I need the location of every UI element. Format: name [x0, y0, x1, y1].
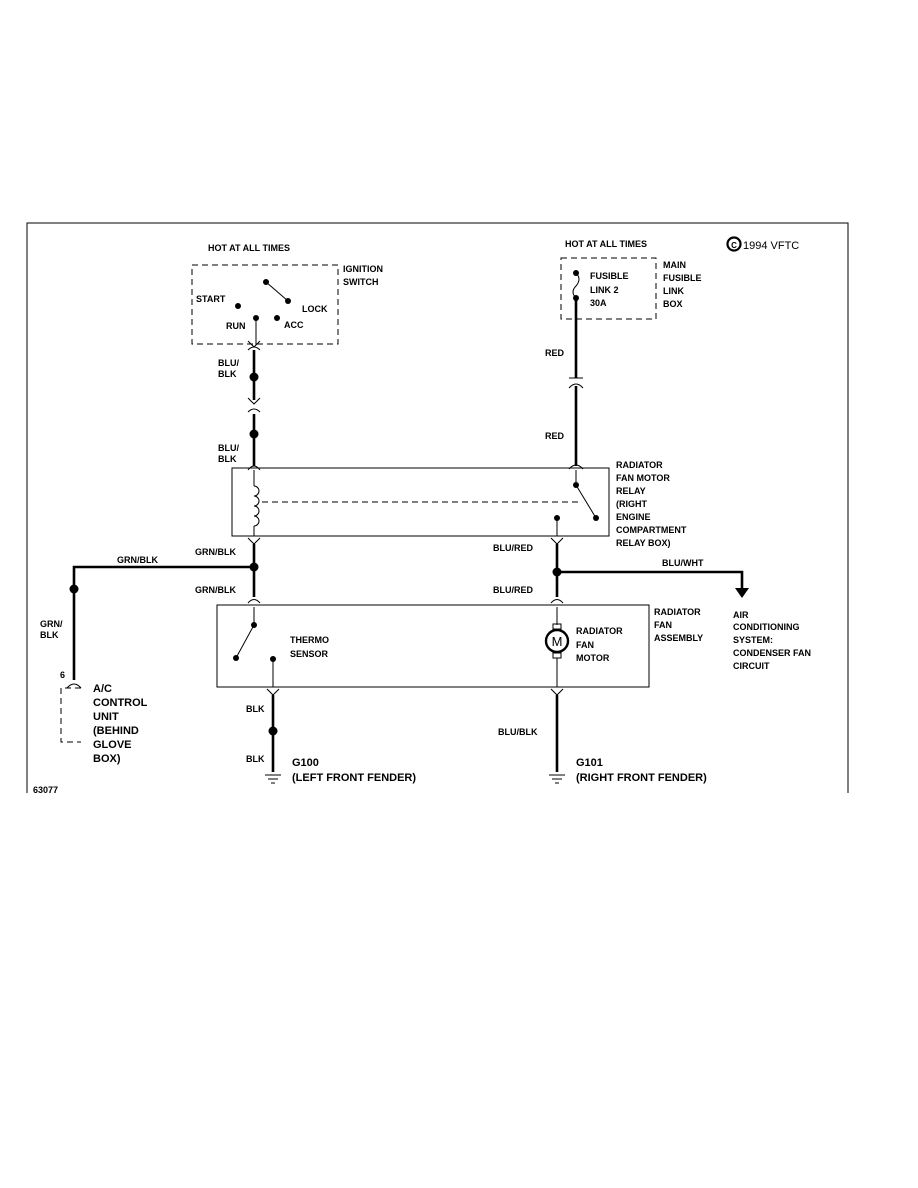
fan-motor-symbol: M	[552, 634, 563, 649]
fan-assembly-title-line3: ASSEMBLY	[654, 633, 703, 643]
ac-control-title-line2: CONTROL	[93, 697, 148, 709]
ac-control-title-line3: UNIT	[93, 711, 119, 723]
relay-title-line4: (RIGHT	[616, 499, 647, 509]
relay-title-line7: RELAY BOX)	[616, 538, 671, 548]
ground-g100-desc: (LEFT FRONT FENDER)	[292, 772, 416, 784]
ac-control-unit-icon	[60, 683, 82, 743]
relay-title-line2: FAN MOTOR	[616, 473, 670, 483]
blu-wht-wire	[557, 570, 749, 598]
fusible-title-line1: MAIN	[663, 260, 686, 270]
blu-blk-ground-wire	[550, 688, 564, 772]
relay-title-line3: RELAY	[616, 486, 646, 496]
fusible-title-line2: FUSIBLE	[663, 273, 702, 283]
ground-icon-g101	[549, 774, 565, 784]
fusible-title-line4: BOX	[663, 299, 683, 309]
copyright-symbol: C	[731, 241, 737, 250]
connector-icon	[247, 340, 261, 471]
ignition-lock-label: LOCK	[302, 304, 328, 314]
grn-blk-wire	[69, 537, 261, 680]
blu-wht-label: BLU/WHT	[662, 558, 704, 568]
ac-control-pin: 6	[60, 670, 65, 680]
red-wire-label-top: RED	[545, 348, 565, 358]
ac-title-line2: CONDITIONING	[733, 622, 800, 632]
blk-label-lower: BLK	[246, 754, 265, 764]
ground-icon-g100	[265, 774, 281, 784]
relay-title-line5: ENGINE	[616, 512, 651, 522]
diagram-frame	[26, 222, 849, 793]
ignition-wire-label-top-2: BLK	[218, 369, 237, 379]
ac-title-line5: CIRCUIT	[733, 661, 770, 671]
fusible-hot-label: HOT AT ALL TIMES	[565, 239, 647, 249]
blk-ground-wire	[266, 688, 280, 772]
fan-motor-label-2: FAN	[576, 640, 594, 650]
relay-box	[231, 467, 610, 537]
fan-motor-label-3: MOTOR	[576, 653, 610, 663]
relay-title-line6: COMPARTMENT	[616, 525, 687, 535]
ignition-switch-box	[191, 264, 339, 345]
ignition-wire-label-top-1: BLU/	[218, 358, 239, 368]
grn-blk-vertical-label-1: GRN/	[40, 619, 63, 629]
thermo-sensor-label-2: SENSOR	[290, 649, 329, 659]
copyright-mark: C 1994 VFTC	[726, 236, 799, 252]
blu-blk-label: BLU/BLK	[498, 727, 538, 737]
fan-assembly-title-line1: RADIATOR	[654, 607, 701, 617]
ignition-acc-label: ACC	[284, 320, 304, 330]
ignition-wire-label-bottom-2: BLK	[218, 454, 237, 464]
thermo-sensor-label-1: THERMO	[290, 635, 329, 645]
blu-blk-wire-upper	[249, 350, 259, 466]
ignition-start-label: START	[196, 294, 226, 304]
ground-g100-id: G100	[292, 757, 319, 769]
ignition-wire-label-bottom-1: BLU/	[218, 443, 239, 453]
figure-id: 63077	[33, 785, 58, 795]
fan-assembly-title-line2: FAN	[654, 620, 672, 630]
fusible-link-icon	[572, 270, 580, 301]
fan-motor-label-1: RADIATOR	[576, 626, 623, 636]
ground-g101-desc: (RIGHT FRONT FENDER)	[576, 772, 707, 784]
fusible-inner-line3: 30A	[590, 298, 607, 308]
red-wire-label-bottom: RED	[545, 431, 565, 441]
ac-control-title-line5: GLOVE	[93, 739, 132, 751]
blu-red-wire	[550, 537, 564, 604]
ignition-switch-contacts	[235, 279, 291, 321]
ignition-title-line2: SWITCH	[343, 277, 379, 287]
relay-title-line1: RADIATOR	[616, 460, 663, 470]
ignition-title-line1: IGNITION	[343, 264, 383, 274]
blk-label-upper: BLK	[246, 704, 265, 714]
grn-blk-label-lower: GRN/BLK	[195, 585, 236, 595]
ac-title-line4: CONDENSER FAN	[733, 648, 811, 658]
copyright-text: 1994 VFTC	[743, 240, 799, 252]
grn-blk-label-left: GRN/BLK	[117, 555, 158, 565]
relay-coil-icon	[253, 470, 260, 536]
ac-control-title-line6: BOX)	[93, 753, 121, 765]
fusible-title-line3: LINK	[663, 286, 684, 296]
ignition-hot-label: HOT AT ALL TIMES	[208, 243, 290, 253]
grn-blk-label-relay: GRN/BLK	[195, 547, 236, 557]
ac-title-line1: AIR	[733, 610, 749, 620]
fan-assembly-box	[216, 604, 650, 688]
fan-motor-icon: M	[544, 607, 570, 687]
blu-red-label-lower: BLU/RED	[493, 585, 533, 595]
ignition-run-label: RUN	[226, 321, 246, 331]
fusible-inner-line2: LINK 2	[590, 285, 619, 295]
ac-control-title-line4: (BEHIND	[93, 725, 139, 737]
red-wire	[568, 298, 584, 470]
blu-red-label-upper: BLU/RED	[493, 543, 533, 553]
fusible-inner-line1: FUSIBLE	[590, 271, 629, 281]
ac-title-line3: SYSTEM:	[733, 635, 773, 645]
grn-blk-vertical-label-2: BLK	[40, 630, 59, 640]
thermo-sensor-icon	[233, 607, 276, 687]
ac-control-title-line1: A/C	[93, 683, 112, 695]
relay-switch-icon	[554, 470, 599, 536]
fusible-link-box	[560, 257, 657, 320]
ground-g101-id: G101	[576, 757, 603, 769]
